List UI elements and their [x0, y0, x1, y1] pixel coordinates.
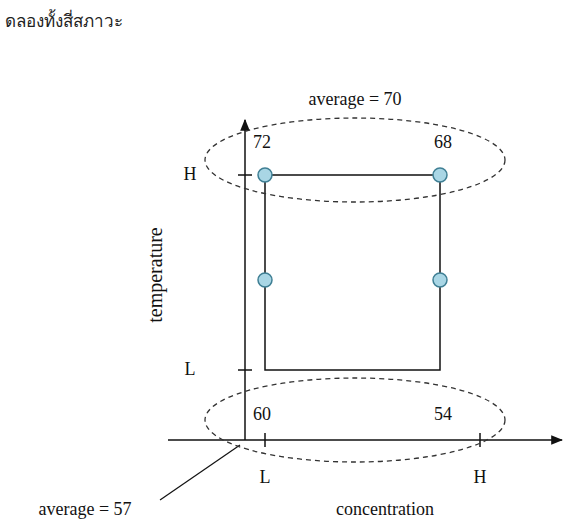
- ellipse-outline: [205, 378, 505, 462]
- axis-level: H: [184, 165, 197, 185]
- axis-tick: [238, 174, 252, 176]
- axis-tick: [238, 369, 252, 371]
- response-value: 54: [434, 405, 452, 425]
- axis-tick: [264, 433, 266, 447]
- group-ellipse: average = 707268: [205, 118, 505, 202]
- average-value: average = 57: [38, 500, 131, 520]
- average-value: average = 70: [308, 90, 401, 110]
- ellipse-outline: [205, 118, 505, 202]
- x-axis: [168, 439, 562, 441]
- response-value: 68: [434, 133, 452, 153]
- response-value: 72: [253, 133, 271, 153]
- design-point: [433, 168, 447, 182]
- response-value: 60: [253, 405, 271, 425]
- axis-tick: [479, 433, 481, 447]
- leader-line: [160, 445, 240, 500]
- axis-title: temperature: [144, 227, 166, 323]
- design-point: [258, 168, 272, 182]
- axis-level: L: [185, 360, 196, 380]
- design-point: [433, 273, 447, 287]
- axis-title: concentration: [336, 500, 434, 520]
- design-point: [258, 273, 272, 287]
- design-square: [265, 175, 440, 370]
- axis-level: L: [260, 468, 271, 488]
- caption-fragment: ดลองทั้งสี่สภาวะ: [5, 12, 123, 31]
- axis-level: H: [474, 468, 487, 488]
- y-axis: [244, 120, 246, 440]
- group-ellipse: 60 54: [205, 378, 505, 462]
